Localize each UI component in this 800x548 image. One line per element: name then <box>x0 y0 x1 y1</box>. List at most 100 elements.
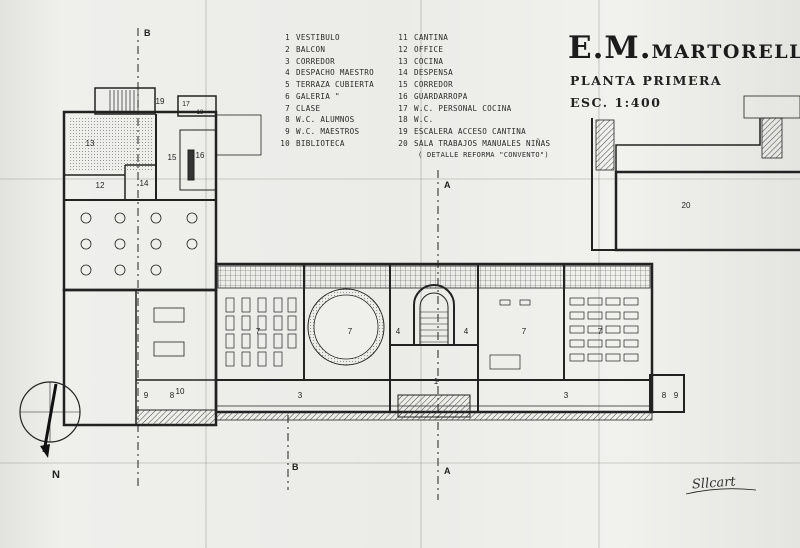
desks-classroom-a <box>225 297 297 367</box>
legend-number: 11 <box>398 33 408 42</box>
room-label-7-a: 7 <box>256 327 261 336</box>
legend-item: 20 SALA TRABAJOS MANUALES NIÑAS <box>396 138 566 150</box>
north-label: N <box>52 469 60 481</box>
legend-item: 6 GALERIA " <box>278 91 448 103</box>
room-label-10: 10 <box>176 387 185 396</box>
room-label-15: 15 <box>168 153 177 162</box>
room-label-4-west: 4 <box>396 327 401 336</box>
room-label-7-d: 7 <box>598 327 603 336</box>
legend-text: GUARDARROPA <box>414 91 468 101</box>
room-label-12: 12 <box>96 181 105 190</box>
room-label-8-west: 8 <box>170 391 175 400</box>
legend-item: 12 OFFICE <box>396 44 566 56</box>
gallery-band <box>217 265 651 289</box>
legend-number: 5 <box>285 80 290 89</box>
central-stair <box>413 284 455 345</box>
legend-text: CANTINA <box>414 33 449 42</box>
legend-item: 11 CANTINA <box>396 32 566 44</box>
legend-item: 3 CORREDOR <box>278 56 448 68</box>
room-label-20: 20 <box>682 201 691 210</box>
legend-text: TERRAZA CUBIERTA <box>296 80 374 89</box>
section-marker-b-top: B <box>144 28 151 38</box>
room-label-13: 13 <box>86 139 95 148</box>
legend-text: BIBLIOTECA <box>296 138 345 148</box>
legend-text: W.C. PERSONAL COCINA <box>414 103 512 113</box>
legend-number: 4 <box>285 68 290 78</box>
legend-text: DESPACHO MAESTRO <box>296 68 374 78</box>
legend-text: GALERIA " <box>296 91 340 101</box>
architect-signature: Sllcart <box>691 474 737 493</box>
desks-classroom-d <box>569 297 639 362</box>
legend-number: 19 <box>398 127 408 136</box>
section-marker-a-bottom: A <box>444 466 451 476</box>
room-label-14: 14 <box>140 179 149 188</box>
sheet-title: PLANTA PRIMERA <box>570 73 723 88</box>
legend-note: ( DETALLE REFORMA "CONVENTO") <box>418 150 549 159</box>
legend-text: OFFICE <box>414 44 444 54</box>
section-marker-a-top: A <box>444 180 451 190</box>
legend-text: CORREDOR <box>296 56 335 66</box>
legend-text: W.C. MAESTROS <box>296 127 360 136</box>
room-label-9-east: 9 <box>674 391 679 400</box>
legend-text: W.C. ALUMNOS <box>296 115 355 125</box>
legend-number: 12 <box>398 44 408 54</box>
paper-fold <box>0 178 800 180</box>
legend-item: 2 BALCON <box>278 44 448 56</box>
section-marker-b-bottom: B <box>292 462 299 472</box>
legend-number: 18 <box>398 115 408 125</box>
legend-number: 7 <box>285 103 290 113</box>
legend-text: ESCALERA ACCESO CANTINA <box>414 127 527 136</box>
legend-item: 9 W.C. MAESTROS <box>278 126 448 138</box>
legend-number: 20 <box>398 138 408 148</box>
room-label-1: 1 <box>434 377 439 386</box>
room-label-3-east: 3 <box>564 391 569 400</box>
room-label-7-c: 7 <box>522 327 527 336</box>
room-label-17: 17 <box>182 101 190 108</box>
library-tables <box>153 307 185 357</box>
room-label-16: 16 <box>196 151 205 160</box>
stair-treads <box>109 90 139 112</box>
legend-text: CORREDOR <box>414 80 453 89</box>
legend-number: 6 <box>285 91 290 101</box>
wc-block <box>177 95 217 117</box>
legend-item: 13 COCINA <box>396 56 566 68</box>
legend-item: 5 TERRAZA CUBIERTA <box>278 79 448 91</box>
room-label-19: 19 <box>156 97 165 106</box>
legend-text: DESPENSA <box>414 68 453 78</box>
legend-item: 19 ESCALERA ACCESO CANTINA <box>396 126 566 138</box>
library-wing-walls <box>62 288 218 427</box>
legend-text: SALA TRABAJOS MANUALES NIÑAS <box>414 138 551 148</box>
legend-number: 10 <box>280 138 290 148</box>
legend-text: COCINA <box>414 56 444 66</box>
legend-number: 13 <box>398 56 408 66</box>
scale-label: ESC. 1:400 <box>570 95 662 110</box>
legend-text: BALCON <box>296 44 326 54</box>
legend-number: 9 <box>285 127 290 136</box>
legend-number: 3 <box>285 56 290 66</box>
room-label-18: 18 <box>197 110 204 116</box>
legend-item: 4 DESPACHO MAESTRO <box>278 67 448 79</box>
legend-number: 2 <box>285 44 290 54</box>
legend-number: 15 <box>398 80 408 89</box>
legend-text: VESTIBULO <box>296 33 340 42</box>
room-label-9-west: 9 <box>144 391 149 400</box>
room-label-4-east: 4 <box>464 327 469 336</box>
room-label-3-west: 3 <box>298 391 303 400</box>
legend-number: 16 <box>398 91 408 101</box>
canteen-tables <box>80 212 198 276</box>
workroom-detail-walls <box>614 170 800 252</box>
paper-fold <box>0 462 800 464</box>
legend-item: 7 CLASE <box>278 103 448 115</box>
legend-text: CLASE <box>296 103 321 113</box>
legend-item: 15 CORREDOR <box>396 79 566 91</box>
wc-east-block <box>649 374 685 413</box>
legend-item: 16 GUARDARROPA <box>396 91 566 103</box>
school-initials: E.M. <box>568 30 652 66</box>
